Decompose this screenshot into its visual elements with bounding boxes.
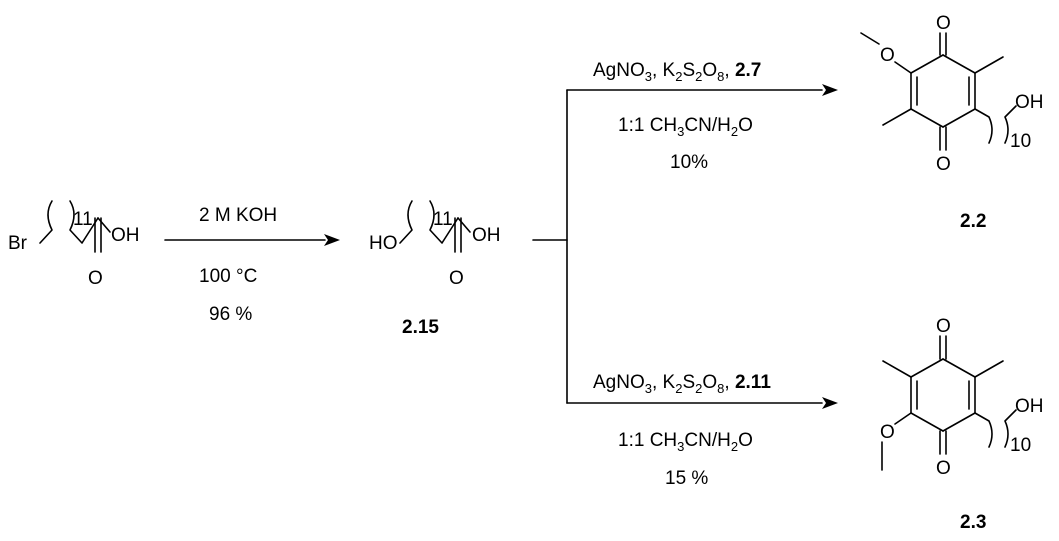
carbonyl-oxygen-label: O bbox=[449, 268, 464, 289]
step-2a-conditions: AgNO3, K2S2O8, 2.7 1:1 CH3CN/H2O 10% bbox=[593, 60, 761, 173]
ring-bond bbox=[910, 54, 944, 74]
step2a-reagents: AgNO3, K2S2O8, 2.7 bbox=[593, 60, 761, 84]
step2b-reagents: AgNO3, K2S2O8, 2.11 bbox=[593, 372, 771, 396]
methyl-right bbox=[974, 360, 1004, 378]
compound-number-2-3: 2.3 bbox=[960, 512, 986, 533]
acid-bond bbox=[457, 217, 471, 233]
upper-arrowhead bbox=[822, 84, 838, 96]
compound-number-2-2: 2.2 bbox=[960, 211, 986, 232]
carbonyl-bottom-oxygen: O bbox=[936, 458, 951, 479]
ring-bond bbox=[942, 54, 976, 74]
repeat-count: 11 bbox=[73, 209, 93, 230]
repeat-bracket-right bbox=[69, 200, 99, 244]
acid-bond bbox=[97, 217, 111, 233]
ring-bond bbox=[942, 358, 976, 378]
step-1: 2 M KOH 100 °C 96 % bbox=[164, 205, 340, 325]
product-2-2: O O O OH 10 2.2 bbox=[860, 13, 1044, 232]
methoxy-bond bbox=[894, 61, 912, 74]
side-chain-hydroxyl: OH bbox=[1015, 396, 1044, 417]
ring-bond bbox=[942, 108, 976, 128]
side-chain-repeat: 10 bbox=[1010, 131, 1031, 152]
repeat-bracket-right bbox=[429, 200, 459, 244]
side-chain bbox=[974, 105, 1017, 144]
hydroxyl-label: OH bbox=[111, 225, 140, 246]
hydroxyl-label: OH bbox=[472, 225, 501, 246]
branch-arrows bbox=[532, 84, 838, 409]
side-chain-hydroxyl: OH bbox=[1015, 92, 1044, 113]
methyl-left bbox=[882, 108, 912, 126]
lower-arrowhead bbox=[822, 397, 838, 409]
compound-number-2-15: 2.15 bbox=[402, 317, 439, 338]
step2a-yield: 10% bbox=[670, 152, 708, 173]
carbonyl-oxygen-label: O bbox=[88, 268, 103, 289]
side-chain-repeat: 10 bbox=[1010, 435, 1031, 456]
ring-bond bbox=[910, 108, 944, 128]
carbonyl-top-oxygen: O bbox=[936, 13, 951, 34]
starting-material: Br 11 OH O bbox=[8, 200, 140, 289]
ring-bond bbox=[910, 358, 944, 378]
repeat-bracket-left bbox=[39, 200, 53, 244]
methoxy-oxygen: O bbox=[880, 422, 895, 443]
step1-reagent: 2 M KOH bbox=[199, 205, 277, 226]
step2a-solvent: 1:1 CH3CN/H2O bbox=[618, 115, 753, 139]
step2b-yield: 15 % bbox=[665, 468, 708, 489]
repeat-bracket-left bbox=[399, 200, 413, 244]
methyl-left bbox=[882, 360, 912, 378]
methoxy-bond bbox=[894, 412, 912, 425]
carbonyl-bottom-oxygen: O bbox=[936, 154, 951, 175]
step2b-solvent: 1:1 CH3CN/H2O bbox=[618, 430, 753, 454]
repeat-count: 11 bbox=[433, 209, 453, 230]
bromine-label: Br bbox=[8, 233, 28, 254]
carbonyl-top-oxygen: O bbox=[936, 316, 951, 337]
hydroxy-label: HO bbox=[369, 233, 398, 254]
methyl-right bbox=[974, 56, 1004, 74]
step1-yield: 96 % bbox=[209, 304, 252, 325]
side-chain bbox=[974, 409, 1017, 448]
intermediate-2-15: HO 11 OH O 2.15 bbox=[369, 200, 501, 338]
product-2-3: O O O OH 10 2.3 bbox=[880, 316, 1044, 533]
step1-temperature: 100 °C bbox=[199, 266, 257, 287]
methoxy-methyl bbox=[860, 32, 880, 45]
step-2b-conditions: AgNO3, K2S2O8, 2.11 1:1 CH3CN/H2O 15 % bbox=[593, 372, 771, 489]
methoxy-oxygen: O bbox=[880, 45, 895, 66]
ring-bond bbox=[910, 412, 944, 432]
ring-bond bbox=[942, 412, 976, 432]
step1-arrowhead bbox=[324, 234, 340, 246]
